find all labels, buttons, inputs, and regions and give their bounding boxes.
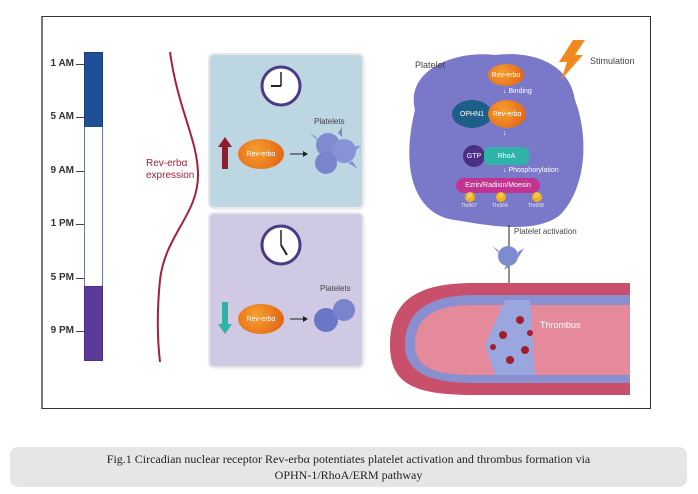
- site-label: Thr567: [461, 203, 477, 209]
- down-arrow-icon: [218, 302, 232, 334]
- platelet-label: Platelet: [415, 60, 446, 70]
- caption-line2: OPHN-1/RhoA/ERM pathway: [274, 468, 423, 482]
- tick-mark: [76, 171, 84, 172]
- tick-label: 5 PM: [50, 272, 74, 283]
- timeline-bar-late-night: [84, 286, 103, 361]
- rev-erb-protein: Rev-erbα: [238, 139, 284, 169]
- phospho-icon: P: [465, 192, 475, 202]
- rev-erb-protein: Rev-erbα: [238, 304, 284, 334]
- rhoa-node: RhoA: [484, 147, 529, 165]
- platelets-label: Platelets: [320, 284, 351, 293]
- binding-label: Binding: [508, 88, 532, 95]
- phospho-icon: P: [532, 192, 542, 202]
- tick-label: 9 AM: [50, 165, 74, 176]
- expression-label: Rev-erbα expression: [146, 158, 194, 182]
- activated-platelets-icon: [310, 127, 361, 174]
- site-label: Thr564: [492, 203, 508, 209]
- phospho-icon: P: [496, 192, 506, 202]
- tick-label: 1 AM: [50, 58, 74, 69]
- stimulation-label: Stimulation: [590, 56, 635, 66]
- expression-label-line2: expression: [146, 170, 195, 181]
- site-label: Thr558: [528, 203, 544, 209]
- caption-line1: Fig.1 Circadian nuclear receptor Rev-erb…: [106, 452, 591, 466]
- tick-label: 5 AM: [50, 111, 74, 122]
- rev-erb-bound-node: Rev-erbα: [488, 100, 526, 128]
- binding-step: ↓ Binding: [503, 88, 532, 95]
- clock-icon: [260, 65, 302, 107]
- expression-label-line1: Rev-erbα: [146, 158, 188, 169]
- lightning-icon: [559, 40, 585, 80]
- panel-low-expression: Rev-erbα Platelets: [210, 214, 362, 366]
- activation-label: Platelet activation: [514, 227, 577, 236]
- up-arrow-icon: [218, 137, 232, 169]
- phosphorylation-label: Phosphorylation: [508, 167, 559, 174]
- timeline-bar-day: [84, 127, 103, 286]
- rev-erb-node: Rev-erbα: [488, 64, 524, 86]
- thrombus-label: Thrombus: [540, 320, 581, 330]
- tick-mark: [76, 224, 84, 225]
- expression-curve: [156, 51, 200, 363]
- activated-platelet-icon: [492, 246, 524, 270]
- tick-mark: [76, 64, 84, 65]
- thrombus: [485, 300, 535, 375]
- panel-high-expression: Rev-erbα Platelets: [210, 55, 362, 207]
- arrow-icon: [290, 151, 308, 157]
- down-arrow-icon: ↓: [503, 130, 507, 137]
- timeline-bar-early-night: [84, 52, 103, 129]
- tick-mark: [76, 278, 84, 279]
- tick-label: 9 PM: [50, 325, 74, 336]
- tick-mark: [76, 117, 84, 118]
- gtp-node: GTP: [463, 145, 485, 167]
- blood-vessel: [390, 283, 630, 395]
- tick-mark: [76, 331, 84, 332]
- erm-node: Ezrin/Radixin/Moesin: [456, 178, 540, 193]
- figure-caption: Fig.1 Circadian nuclear receptor Rev-erb…: [10, 447, 687, 487]
- resting-platelets-icon: [314, 299, 355, 332]
- arrow-icon: [290, 316, 308, 322]
- ophn1-node: OPHN1: [452, 100, 492, 128]
- tick-label: 1 PM: [50, 218, 74, 229]
- phosphorylation-step: ↓ Phosphorylation: [503, 167, 559, 174]
- clock-icon: [260, 224, 302, 266]
- platelets-label: Platelets: [314, 117, 345, 126]
